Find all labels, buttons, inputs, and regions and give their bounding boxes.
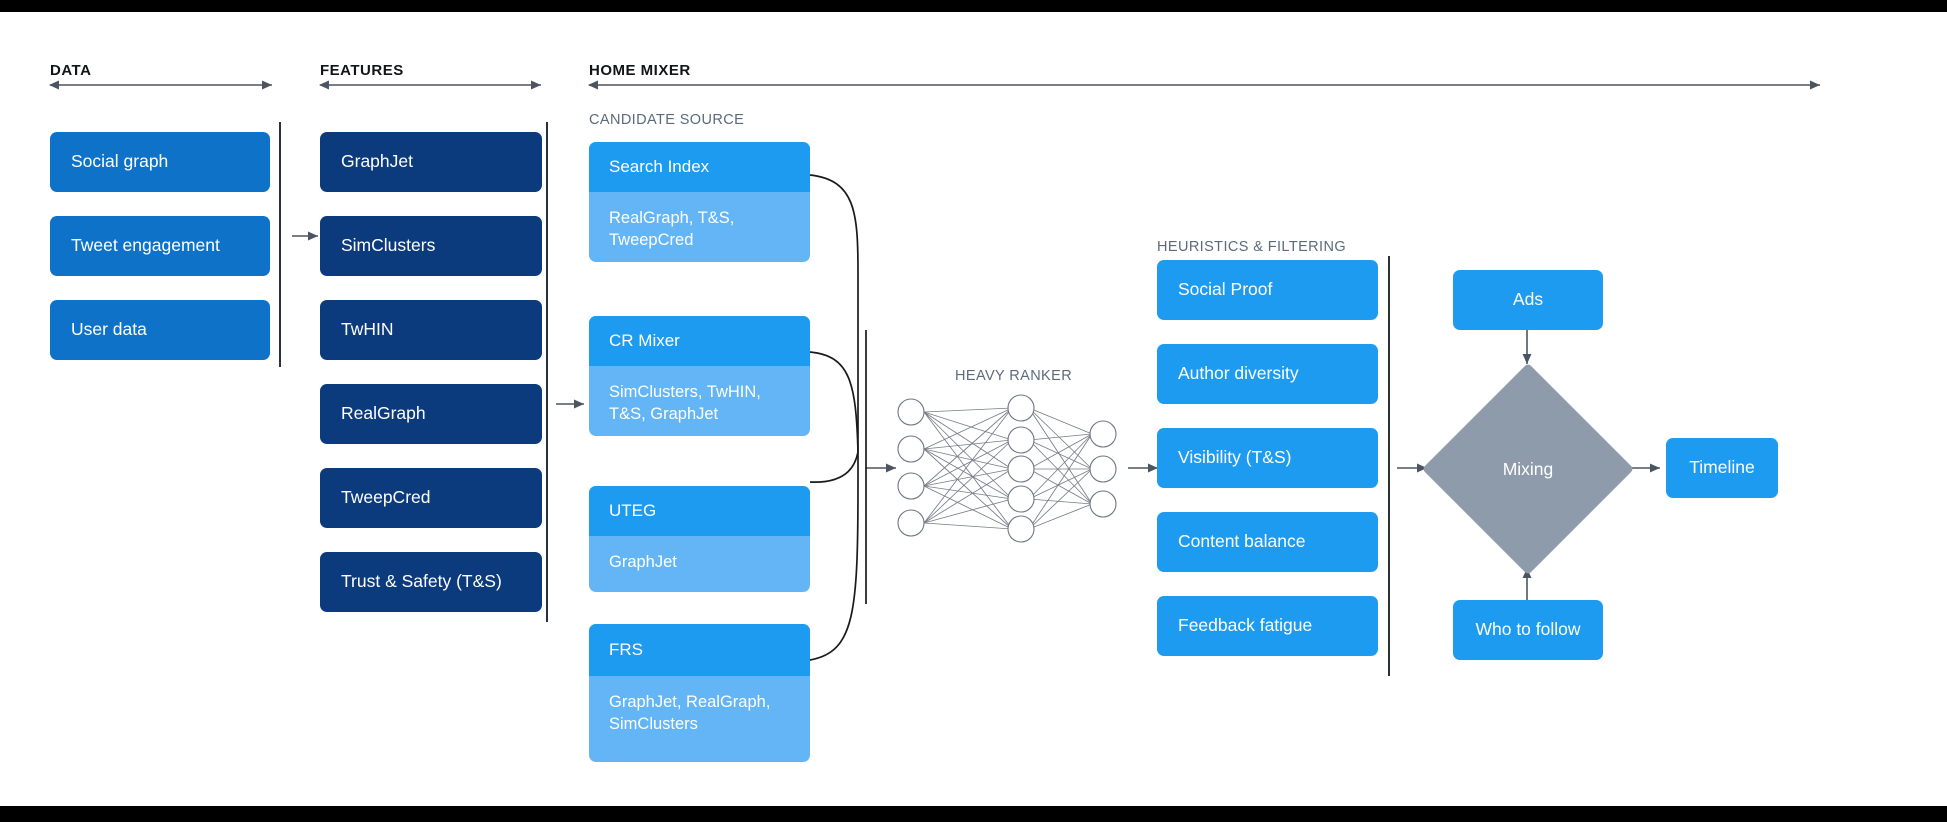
divider-heuristics-mixing [1388, 256, 1390, 676]
feature-box-realgraph[interactable]: RealGraph [320, 384, 542, 444]
heuristic-box-feedback-fatigue[interactable]: Feedback fatigue [1157, 596, 1378, 656]
feature-box-twhin[interactable]: TwHIN [320, 300, 542, 360]
diagram-canvas: DATA FEATURES HOME MIXER CANDIDATE SOURC… [0, 12, 1947, 806]
data-box-user-data[interactable]: User data [50, 300, 270, 360]
data-box-tweet-engagement[interactable]: Tweet engagement [50, 216, 270, 276]
candidate-source-title: UTEG [589, 486, 810, 536]
mixing-diamond-label: Mixing [1502, 458, 1554, 479]
heuristic-box-label: Visibility (T&S) [1178, 447, 1292, 468]
heuristic-box-label: Social Proof [1178, 279, 1273, 300]
data-box-label: User data [71, 319, 147, 340]
candidate-source-features: RealGraph, T&S, TweepCred [609, 209, 735, 249]
data-box-label: Social graph [71, 151, 169, 172]
feature-box-tweepcred[interactable]: TweepCred [320, 468, 542, 528]
feature-box-graphjet[interactable]: GraphJet [320, 132, 542, 192]
candidate-source-card-search-index[interactable]: Search Index RealGraph, T&S, TweepCred [589, 142, 810, 262]
timeline-label: Timeline [1689, 457, 1755, 478]
ads-label: Ads [1512, 289, 1544, 310]
candidate-source-title: CR Mixer [589, 316, 810, 366]
candidate-brace [809, 174, 859, 661]
nn-edges [923, 407, 1093, 530]
feature-box-label: Trust & Safety (T&S) [341, 571, 502, 592]
phase-title-home-mixer: HOME MIXER [589, 62, 691, 79]
candidate-source-card-uteg[interactable]: UTEG GraphJet [589, 486, 810, 592]
heuristic-box-label: Author diversity [1178, 363, 1299, 384]
who-to-follow-label: Who to follow [1475, 619, 1581, 640]
connector-overlay [48, 80, 1820, 661]
feature-box-trust-and-safety[interactable]: Trust & Safety (T&S) [320, 552, 542, 612]
feature-box-label: RealGraph [341, 403, 426, 424]
nn-nodes [897, 394, 1117, 543]
feature-box-simclusters[interactable]: SimClusters [320, 216, 542, 276]
sublabel-candidate-source: CANDIDATE SOURCE [589, 112, 745, 128]
candidate-source-title: FRS [589, 624, 810, 676]
heuristic-box-visibility-ts[interactable]: Visibility (T&S) [1157, 428, 1378, 488]
candidate-source-features: GraphJet [609, 553, 677, 571]
data-box-social-graph[interactable]: Social graph [50, 132, 270, 192]
feature-box-label: GraphJet [341, 151, 413, 172]
letterbox-top [0, 0, 1947, 12]
phase-title-data: DATA [50, 62, 92, 79]
heuristic-box-social-proof[interactable]: Social Proof [1157, 260, 1378, 320]
candidate-source-features: GraphJet, RealGraph, SimClusters [609, 693, 771, 733]
divider-data-features [279, 122, 281, 367]
sublabel-heuristics-filtering: HEURISTICS & FILTERING [1157, 239, 1346, 255]
divider-features-candidates [546, 122, 548, 622]
feature-box-label: SimClusters [341, 235, 436, 256]
heuristic-box-label: Content balance [1178, 531, 1306, 552]
heuristic-box-author-diversity[interactable]: Author diversity [1157, 344, 1378, 404]
feature-box-label: TweepCred [341, 487, 431, 508]
mixing-input-ads[interactable]: Ads [1453, 270, 1603, 330]
candidate-source-card-cr-mixer[interactable]: CR Mixer SimClusters, TwHIN, T&S, GraphJ… [589, 316, 810, 436]
heuristic-box-content-balance[interactable]: Content balance [1157, 512, 1378, 572]
output-timeline[interactable]: Timeline [1666, 438, 1778, 498]
letterbox-bottom [0, 806, 1947, 822]
mixing-input-who-to-follow[interactable]: Who to follow [1453, 600, 1603, 660]
candidate-source-card-frs[interactable]: FRS GraphJet, RealGraph, SimClusters [589, 624, 810, 762]
candidate-source-title: Search Index [589, 142, 810, 192]
phase-title-features: FEATURES [320, 62, 404, 79]
feature-box-label: TwHIN [341, 319, 394, 340]
heuristic-box-label: Feedback fatigue [1178, 615, 1313, 636]
candidate-source-features: SimClusters, TwHIN, T&S, GraphJet [609, 383, 761, 423]
heavy-ranker-network [897, 394, 1117, 543]
sublabel-heavy-ranker: HEAVY RANKER [955, 368, 1073, 384]
data-box-label: Tweet engagement [71, 235, 220, 256]
